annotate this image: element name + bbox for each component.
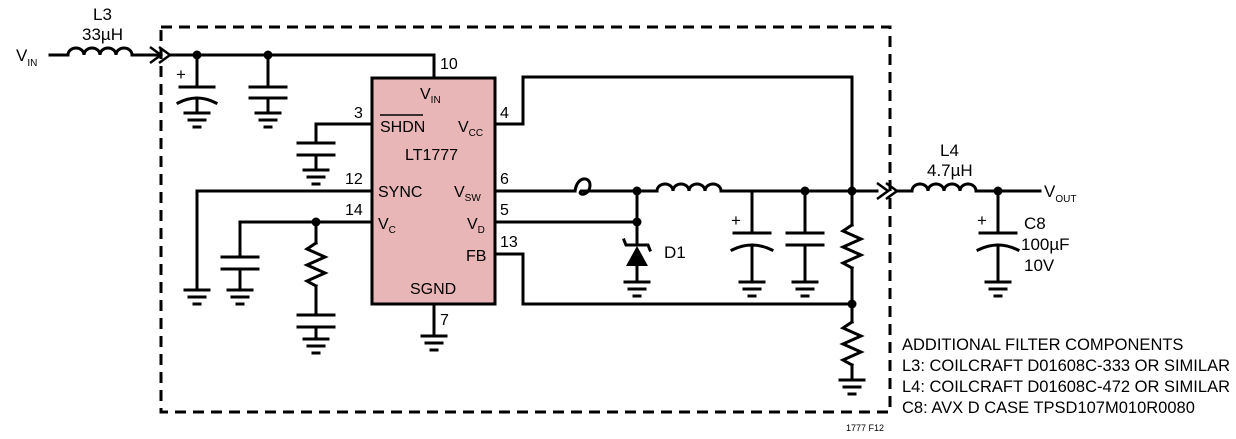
pin-vin-number: 10 xyxy=(440,56,458,73)
d1-ref: D1 xyxy=(664,243,686,262)
pin-vcc-label: VCC xyxy=(458,119,483,139)
pin-vc-number: 14 xyxy=(345,202,363,219)
pin-shdn-number: 3 xyxy=(354,105,363,122)
pin-sgnd-number: 7 xyxy=(440,312,449,329)
l4-value: 4.7µH xyxy=(927,161,973,180)
l3-inductor xyxy=(66,46,134,57)
filter-note-l3: L3: COILCRAFT D01608C-333 OR SIMILAR xyxy=(902,357,1230,375)
ground-symbol xyxy=(226,288,254,306)
feedback-resistor-top xyxy=(839,222,865,271)
filter-notes-title: ADDITIONAL FILTER COMPONENTS xyxy=(902,336,1183,354)
ground-symbol xyxy=(254,111,282,129)
pin-vsw-number: 6 xyxy=(500,171,509,188)
ic-name: LT1777 xyxy=(405,147,458,164)
filter-note-c8: C8: AVX D CASE TPSD107M010R0080 xyxy=(902,399,1195,417)
pin-vsw-label: VSW xyxy=(454,184,481,204)
l4-ref: L4 xyxy=(940,141,959,160)
plus-sign: + xyxy=(977,211,987,230)
feedback-resistor-bottom xyxy=(839,319,865,368)
pin-vcc-number: 4 xyxy=(500,105,509,122)
output-connector-arrow xyxy=(876,181,900,201)
plus-sign: + xyxy=(176,65,186,84)
l3-ref: L3 xyxy=(93,5,112,24)
ground-symbol xyxy=(420,334,448,352)
pin-vc-label: VC xyxy=(378,216,396,236)
figure-id: 1777 F12 xyxy=(846,423,884,433)
ground-symbol xyxy=(302,168,330,186)
pin-shdn-label: SHDN xyxy=(380,119,425,136)
ground-symbol xyxy=(738,280,766,298)
pin-sync-number: 12 xyxy=(345,171,363,188)
ground-symbol xyxy=(183,111,211,129)
pin-vd-label: VD xyxy=(467,216,485,236)
c8-value: 100µF xyxy=(1021,235,1070,254)
pin-fb-number: 13 xyxy=(500,234,518,251)
plus-sign: + xyxy=(731,211,741,230)
pin-vd-number: 5 xyxy=(500,202,509,219)
c8-voltage: 10V xyxy=(1024,256,1055,275)
vc-resistor xyxy=(303,240,329,289)
filter-note-l4: L4: COILCRAFT D01608C-472 OR SIMILAR xyxy=(902,378,1230,396)
ground-symbol xyxy=(838,378,866,396)
l4-inductor xyxy=(910,182,978,193)
d1-diode xyxy=(626,246,648,266)
ground-symbol xyxy=(791,280,819,298)
vout-output-label: VOUT xyxy=(1044,182,1076,205)
vin-input-label: VIN xyxy=(16,46,37,69)
ground-symbol xyxy=(984,280,1012,298)
pin-fb-label: FB xyxy=(466,248,486,265)
pin-sgnd-label: SGND xyxy=(410,281,456,298)
pin-vin-label: VIN xyxy=(420,86,441,106)
ground-symbol xyxy=(183,288,211,306)
switch-inductor xyxy=(655,182,723,193)
c8-ref: C8 xyxy=(1024,214,1046,233)
ground-symbol xyxy=(623,280,651,298)
board-boundary xyxy=(159,25,892,414)
l3-value: 33µH xyxy=(82,25,123,44)
pin-sync-label: SYNC xyxy=(378,184,422,201)
ferrite-bead xyxy=(573,177,592,196)
ground-symbol xyxy=(302,337,330,355)
